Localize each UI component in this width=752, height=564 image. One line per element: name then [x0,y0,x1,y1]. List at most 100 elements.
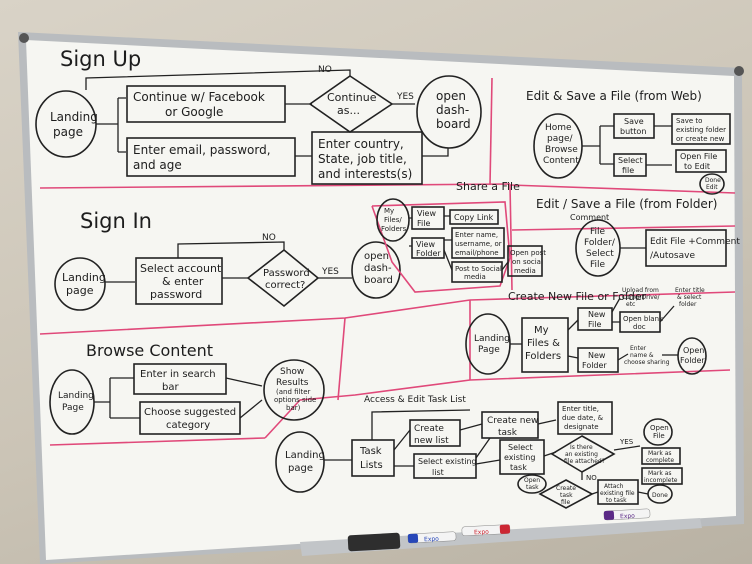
annotation: Comment [570,213,609,222]
node-label: list [432,468,444,477]
node-label: File [588,320,601,329]
open-dashboard-node [416,75,482,149]
flow-box [645,229,727,267]
flow-box [413,453,477,479]
node-label: Comp/Drive/ [622,294,661,301]
flow-box [481,411,539,439]
node-label: Files & [527,338,560,349]
node-label: File [417,219,430,228]
edge-label: YES [321,267,339,277]
node-label: Enter country, [318,137,404,151]
section-title: Browse Content [86,341,213,360]
node-label: existing folder [676,126,726,134]
flow-box [557,401,613,435]
node-label: Edit File +Comment [650,237,740,247]
marker-label: Expo [620,513,635,521]
node-label: My [534,325,549,336]
node-label: and age [133,158,182,172]
node-label: Choose suggested [144,407,236,418]
node-label: File [590,260,606,270]
node-label: Save to [676,117,702,125]
node-label: or Google [165,105,223,119]
node-label: Save [624,117,644,126]
node-label: & enter [162,275,204,288]
node-label: Task [359,446,382,457]
node-label: folder [679,301,697,308]
node-label: Password [263,268,310,279]
section-dividers [39,77,736,446]
flow-box [577,307,613,331]
marker-blue: Expo [407,531,457,544]
node-label: designate [564,423,599,431]
node-label: Landing [58,391,94,401]
flow-box [411,237,445,259]
marker-label: Expo [424,536,439,544]
my-files-node [376,198,410,242]
node-label: Select [586,249,614,259]
flow-box [499,439,545,475]
edge-label: NO [586,474,597,482]
node-label: page [53,125,83,139]
node-label: and interests(s) [318,167,412,181]
node-label: file [622,166,634,175]
node-label: Is there [570,444,593,451]
node-label: & select [677,294,702,301]
node-label: Content [543,156,579,166]
marker-tray: Expo Expo Expo [300,508,702,556]
section-browse-content: Browse Content Landing Page Enter in sea… [49,341,325,435]
node-label: task [560,492,573,499]
node-label: My [384,207,394,215]
section-edit-save-web: Edit & Save a File (from Web) Home page/… [526,89,731,195]
node-label: on social [512,258,543,266]
edge-label: NO [262,233,276,243]
node-label: dash- [364,263,392,274]
section-create-new: Create New File or Folder Landing Page M… [465,287,707,375]
node-label: Folders [381,225,407,233]
section-title: Create New File or Folder [508,290,647,303]
node-label: Create [556,485,576,492]
node-label: Folder/ [584,238,616,248]
node-label: existing [504,453,535,462]
node-label: page/ [547,134,573,144]
flow-box [135,257,223,305]
node-label: State, job title, [318,152,407,166]
node-label: Enter email, password, [133,143,271,157]
node-label: task [526,484,539,491]
section-edit-save-folder: Edit / Save a File (from Folder) Comment… [536,197,740,277]
section-title: Sign Up [60,47,141,71]
node-label: Landing [50,110,98,124]
node-label: File [653,432,665,440]
decision-node [246,248,320,308]
node-label: an existing [565,451,598,458]
node-label: doc [633,323,646,331]
node-label: correct? [265,280,305,291]
node-label: incomplete [644,477,678,484]
eraser [347,532,401,552]
node-label: Open File [680,152,717,161]
node-label: due date, & [562,414,604,422]
edge-label: YES [619,438,634,446]
flow-box [507,245,543,277]
end-node [699,173,725,195]
node-label: New [588,310,606,319]
node-label: Open post [510,249,546,257]
show-results-node [263,359,325,421]
marker-purple: Expo [603,508,651,521]
node-label: Mark as [648,450,672,457]
node-label: Continue w/ Facebook [133,90,265,104]
node-label: Enter title [675,287,705,294]
node-label: Open [524,477,540,484]
section-title: Sign In [80,209,152,233]
node-label: Mark as [648,470,672,477]
node-label: View [417,209,436,218]
decision-node [538,479,594,509]
node-label: or create new [676,135,725,143]
open-dashboard-node [351,241,401,299]
section-title: Access & Edit Task List [364,395,466,405]
flow-box [521,317,569,373]
open-task-node [517,474,547,494]
node-label: task [510,463,527,472]
flow-box [126,137,296,177]
node-label: bar) [286,404,301,412]
